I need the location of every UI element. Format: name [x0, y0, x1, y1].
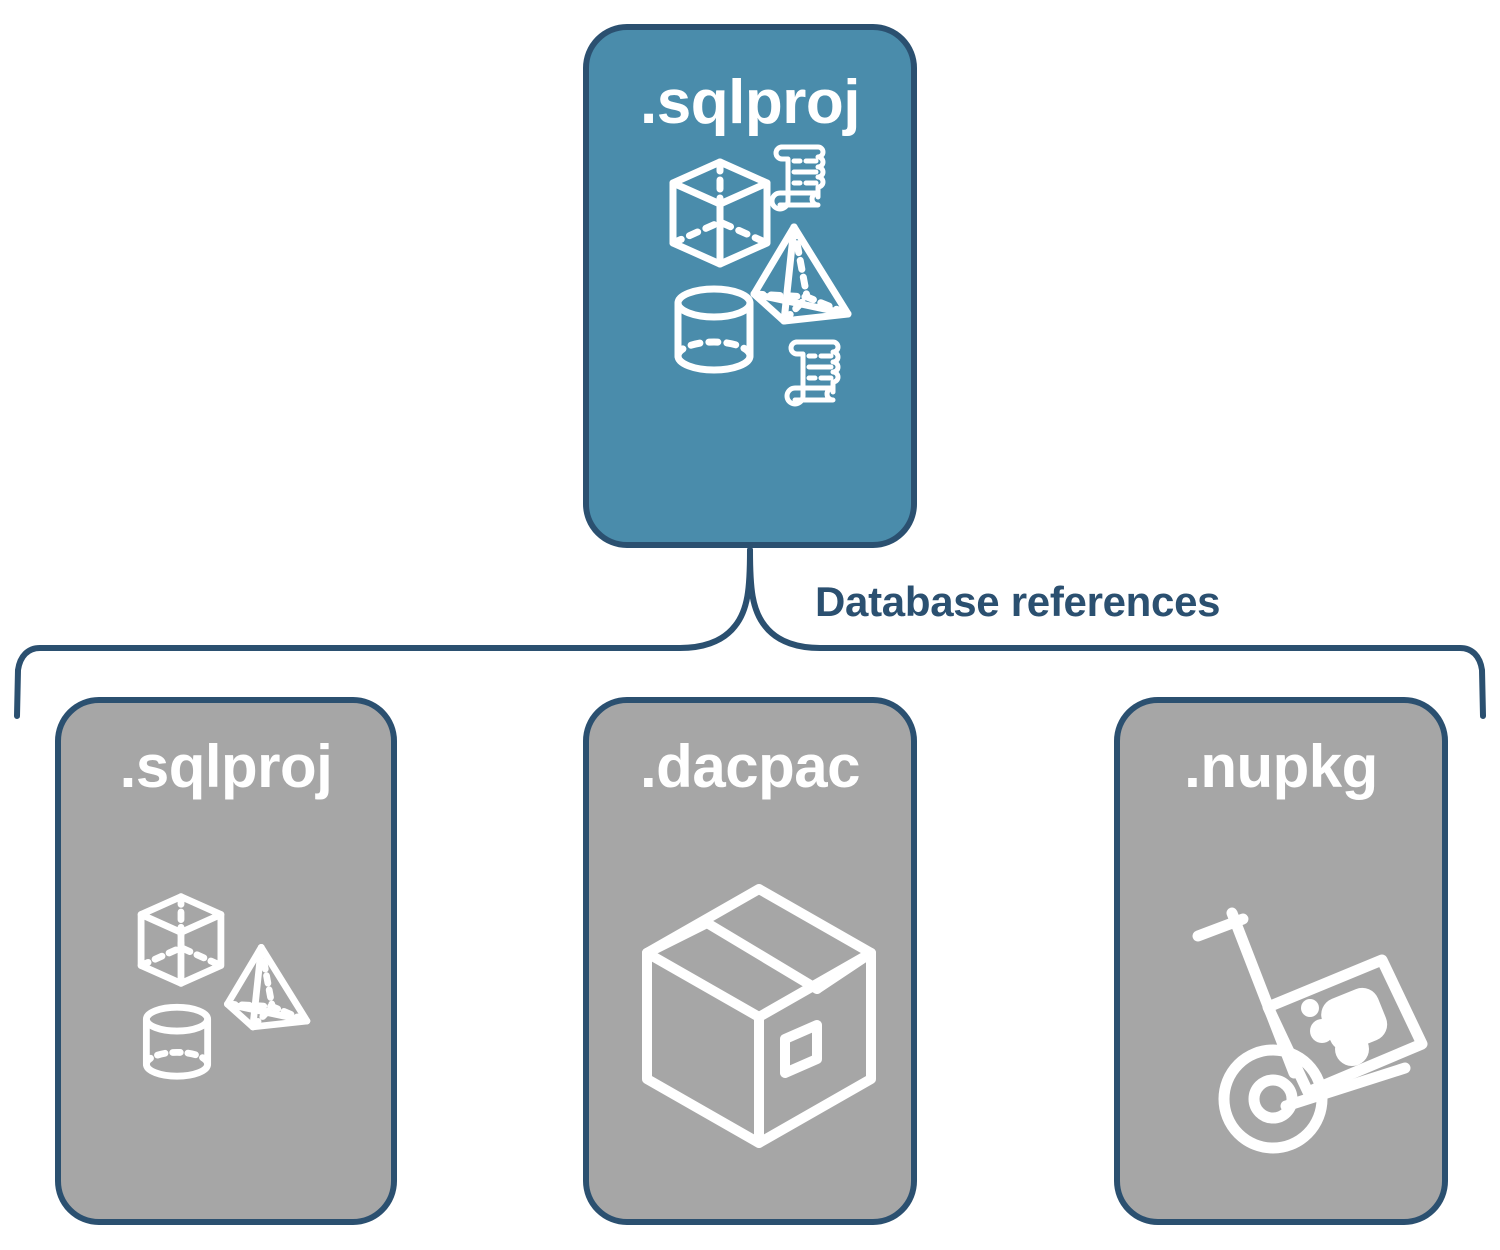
- database-references-brace: [14, 548, 1486, 719]
- node-ref-dacpac-icon-group: [589, 797, 911, 1219]
- nuget-package-icon: [1262, 954, 1428, 1098]
- node-root-sqlproj[interactable]: .sqlproj: [583, 24, 917, 548]
- node-ref-nupkg-title: .nupkg: [1184, 733, 1378, 800]
- package-box-icon: [642, 884, 876, 1148]
- node-ref-sqlproj-icon-group: [61, 797, 391, 1219]
- cylinder-icon: [674, 285, 754, 374]
- node-ref-sqlproj[interactable]: .sqlproj: [55, 697, 397, 1225]
- scroll-icon: [769, 144, 826, 212]
- pyramid-icon: [750, 223, 852, 325]
- cube-icon: [669, 158, 771, 268]
- brace-label: Database references: [815, 578, 1221, 625]
- node-ref-nupkg[interactable]: .nupkg: [1114, 697, 1448, 1225]
- node-ref-dacpac[interactable]: .dacpac: [583, 697, 917, 1225]
- node-root-title: .sqlproj: [640, 68, 860, 137]
- node-root-icon-group: [589, 134, 911, 542]
- pyramid-icon: [224, 944, 311, 1031]
- cube-icon: [137, 893, 225, 987]
- node-ref-dacpac-title: .dacpac: [640, 733, 860, 800]
- hand-truck-icon: [1192, 907, 1411, 1154]
- node-ref-nupkg-icon-group: [1120, 797, 1442, 1219]
- cylinder-icon: [142, 1003, 212, 1080]
- node-ref-sqlproj-title: .sqlproj: [119, 733, 333, 800]
- scroll-icon: [784, 339, 841, 407]
